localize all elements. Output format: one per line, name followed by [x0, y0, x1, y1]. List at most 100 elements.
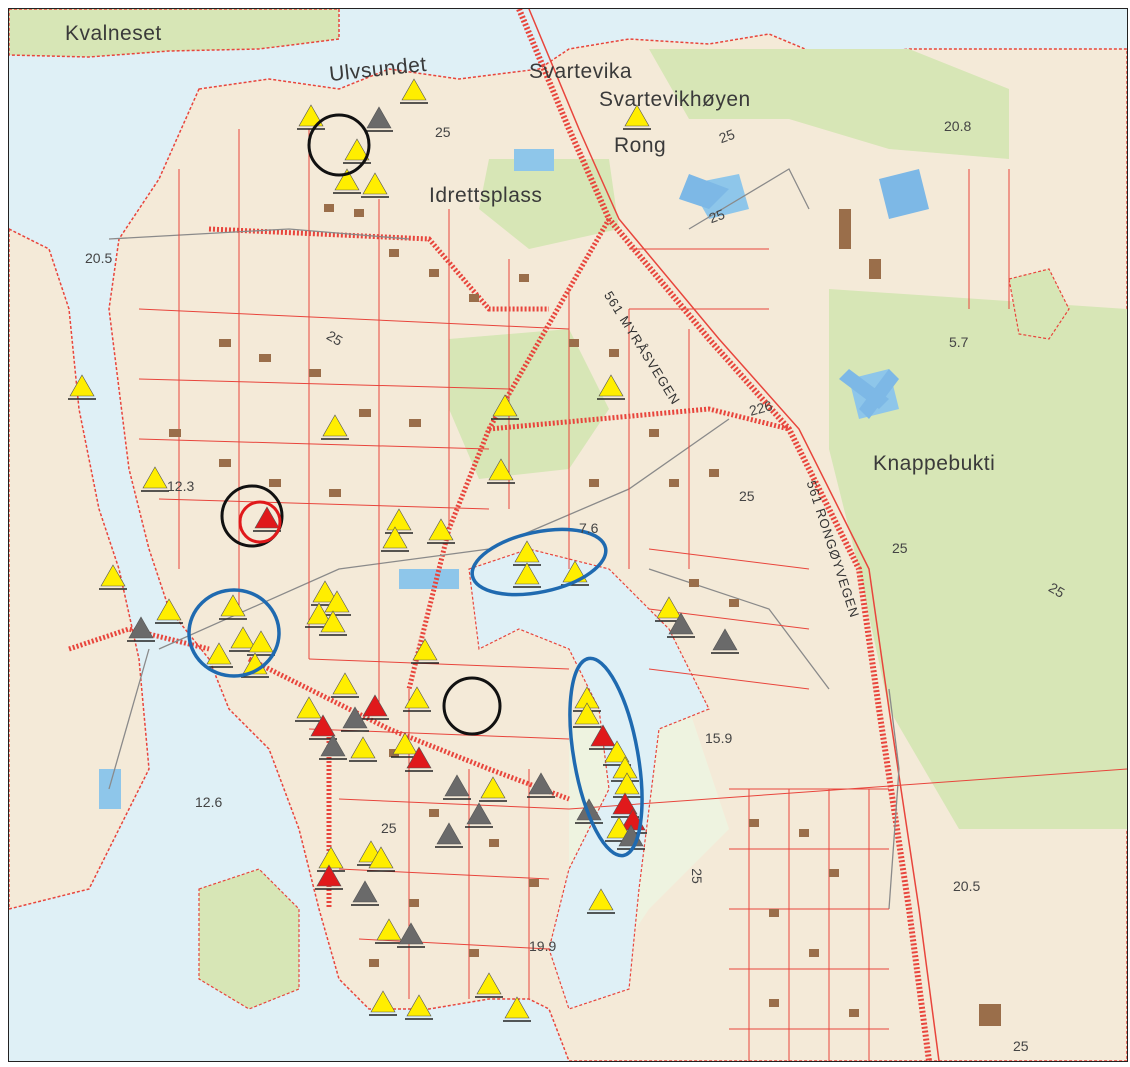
yellow-triangle-marker: [503, 996, 531, 1022]
yellow-triangle-marker: [155, 598, 183, 624]
yellow-triangle-marker: [331, 672, 359, 698]
yellow-triangle-marker: [375, 918, 403, 944]
islet-southwest: [198, 868, 300, 1010]
black-circle-3: [442, 676, 502, 736]
elevation-label: 5.7: [949, 334, 969, 350]
place-label-idrettsplass: Idrettsplass: [429, 184, 543, 207]
yellow-triangle-marker: [219, 594, 247, 620]
red-triangle-marker: [361, 694, 389, 720]
gray-triangle-marker: [443, 774, 471, 800]
yellow-triangle-marker: [427, 518, 455, 544]
elevation-label: 19.9: [529, 938, 557, 954]
yellow-triangle-marker: [321, 414, 349, 440]
yellow-triangle-marker: [297, 104, 325, 130]
yellow-triangle-marker: [99, 564, 127, 590]
yellow-triangle-marker: [573, 702, 601, 728]
gray-triangle-marker: [667, 612, 695, 638]
blue-ellipse-1: [470, 527, 608, 597]
elevation-label: 25: [381, 820, 397, 836]
yellow-triangle-marker: [367, 846, 395, 872]
yellow-triangle-marker: [385, 508, 413, 534]
gray-triangle-marker: [319, 734, 347, 760]
yellow-triangle-marker: [349, 736, 377, 762]
map-canvas[interactable]: [9, 9, 1127, 1061]
elevation-label: 25: [739, 488, 755, 504]
pond-3: [99, 769, 121, 809]
gray-triangle-marker: [465, 802, 493, 828]
place-label-kvalneset: Kvalneset: [65, 22, 162, 45]
map-view[interactable]: Kvalneset Ulvsundet Svartevika Svartevik…: [8, 8, 1128, 1062]
inner-bay: [468, 548, 710, 1010]
yellow-triangle-marker: [475, 972, 503, 998]
elevation-label: 7.6: [579, 520, 599, 536]
yellow-triangle-marker: [369, 990, 397, 1016]
gray-triangle-marker: [527, 772, 555, 798]
red-triangle-marker: [315, 864, 343, 890]
land-west: [9, 228, 150, 910]
yellow-triangle-marker: [319, 610, 347, 636]
elevation-label: 25: [1013, 1038, 1029, 1054]
gray-triangle-marker: [365, 106, 393, 132]
yellow-triangle-marker: [587, 888, 615, 914]
yellow-triangle-marker: [491, 394, 519, 420]
elevation-label: 20.5: [953, 878, 981, 894]
blue-structures: [679, 169, 929, 419]
yellow-triangle-marker: [205, 642, 233, 668]
red-triangle-marker: [405, 746, 433, 772]
yellow-triangle-marker: [68, 374, 96, 400]
buildings: [169, 204, 1001, 1026]
yellow-triangle-marker: [295, 696, 323, 722]
black-circle-2: [220, 484, 284, 548]
site-markers: [68, 78, 739, 1022]
yellow-triangle-marker: [513, 562, 541, 588]
yellow-triangle-marker: [343, 138, 371, 164]
forest-center: [479, 159, 619, 249]
gray-triangle-marker: [435, 822, 463, 848]
red-circle-1: [238, 500, 282, 544]
elevation-label: 20.5: [85, 250, 113, 266]
elevation-label: 12.6: [195, 794, 223, 810]
elevation-label: 20.8: [944, 118, 972, 134]
yellow-triangle-marker: [487, 458, 515, 484]
islet-east: [1008, 268, 1070, 340]
blue-ellipse-2: [187, 588, 281, 678]
gray-triangle-marker: [575, 798, 603, 824]
land-peninsula: [108, 33, 1127, 1061]
place-label-svartevikhoyen: Svartevikhøyen: [599, 88, 751, 111]
yellow-triangle-marker: [479, 776, 507, 802]
gray-triangle-marker: [127, 616, 155, 642]
land-kvalneset: [9, 9, 340, 58]
place-label-svartevika: Svartevika: [529, 60, 633, 83]
yellow-triangle-marker: [247, 630, 275, 656]
elevation-label: 15.9: [705, 730, 733, 746]
place-label-rong: Rong: [614, 134, 667, 157]
yellow-triangle-marker: [403, 686, 431, 712]
elevation-label: 25: [688, 868, 705, 884]
yellow-triangle-marker: [623, 104, 651, 130]
elevation-label: 25: [892, 540, 908, 556]
elevation-label: 12.3: [167, 478, 195, 494]
black-circle-1: [307, 113, 371, 177]
yellow-triangle-marker: [361, 172, 389, 198]
yellow-triangle-marker: [333, 168, 361, 194]
yellow-triangle-marker: [400, 78, 428, 104]
property-grid: [138, 129, 1127, 1061]
elevation-label: 25: [435, 124, 451, 140]
gray-triangle-marker: [341, 706, 369, 732]
pond-1: [514, 149, 554, 171]
place-label-knappebukti: Knappebukti: [873, 452, 996, 475]
gray-triangle-marker: [711, 628, 739, 654]
gray-triangle-marker: [351, 880, 379, 906]
yellow-triangle-marker: [381, 526, 409, 552]
forest-east: [829, 289, 1127, 829]
forest-north: [649, 49, 1009, 159]
yellow-triangle-marker: [411, 638, 439, 664]
gray-triangle-marker: [397, 922, 425, 948]
yellow-triangle-marker: [597, 374, 625, 400]
blue-ellipse-3: [568, 656, 644, 858]
annotations: [187, 113, 644, 858]
pond-2: [399, 569, 459, 589]
yellow-triangle-marker: [323, 590, 351, 616]
yellow-triangle-marker: [405, 994, 433, 1020]
yellow-triangle-marker: [141, 466, 169, 492]
